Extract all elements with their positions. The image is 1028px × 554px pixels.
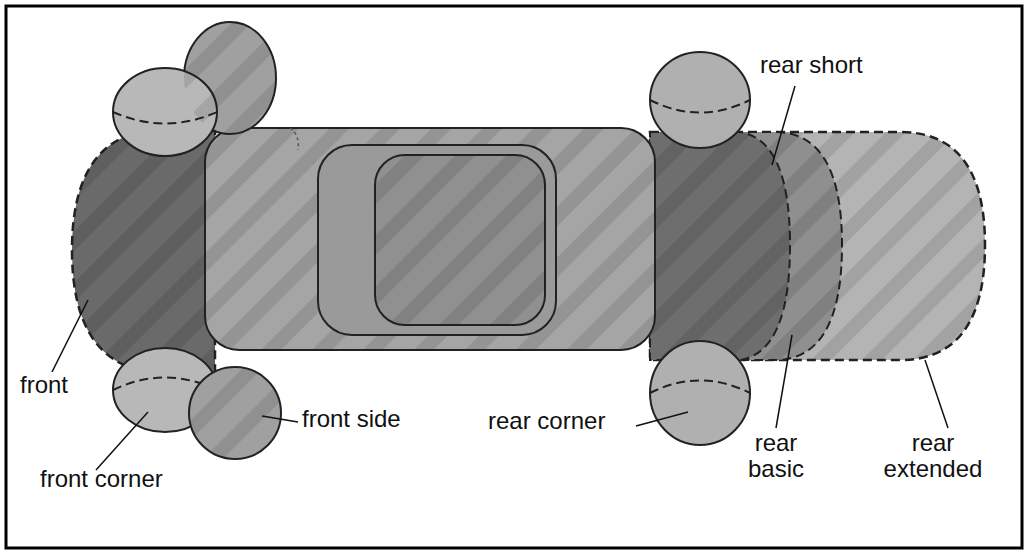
zone-label: rear corner [488, 408, 638, 434]
zone-label: rear extended [868, 430, 998, 482]
zone-label: front corner [40, 466, 220, 492]
corner-zones [113, 22, 750, 459]
frame [6, 6, 1022, 548]
rear-zones [650, 132, 985, 360]
zone-label: front [20, 372, 110, 398]
zone-label: front side [302, 406, 442, 432]
car-body [205, 128, 655, 350]
leader-lines [52, 86, 948, 470]
zone-label: rear short [760, 52, 900, 78]
zone-label: rear basic [740, 430, 812, 482]
front-zone [72, 130, 215, 372]
